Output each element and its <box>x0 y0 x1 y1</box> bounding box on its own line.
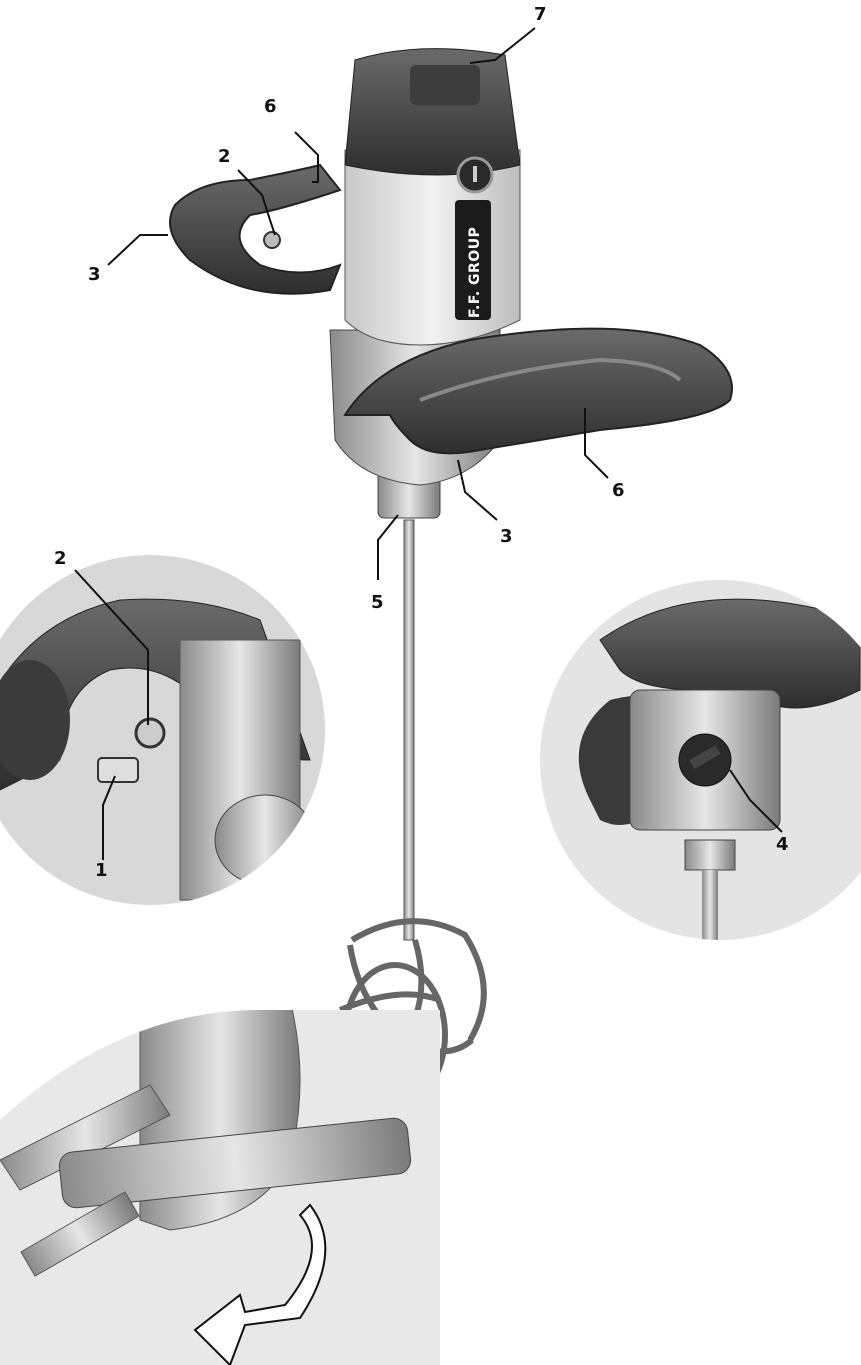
left-inset-leaders <box>74 569 149 860</box>
right-inset-leaders <box>729 769 783 833</box>
handle-right <box>343 327 733 455</box>
lock-button <box>263 231 281 249</box>
brand-text: F.F. GROUP <box>467 226 483 318</box>
handle-left <box>169 163 342 295</box>
callout-6-right: 6 <box>612 480 625 501</box>
handle-right-inner <box>419 357 682 402</box>
callout-2-top: 2 <box>218 146 231 167</box>
callout-5: 5 <box>371 592 384 613</box>
wrench <box>58 1117 412 1209</box>
callout-1-inset: 1 <box>95 860 108 881</box>
top-vents <box>410 65 480 105</box>
rotation-arrow-icon <box>193 1203 327 1365</box>
mixer-main-illustration <box>169 48 733 1108</box>
callout-2-inset: 2 <box>54 548 67 569</box>
brand-label: F.F. GROUP <box>464 198 486 318</box>
callout-7: 7 <box>534 4 547 25</box>
power-switch-mark <box>473 166 477 182</box>
brand-plate <box>455 200 491 320</box>
bottom-inset <box>0 1010 440 1365</box>
mixing-shaft <box>403 519 415 941</box>
callout-4-inset: 4 <box>776 834 789 855</box>
right-inset <box>540 580 861 940</box>
callout-6-top: 6 <box>264 96 277 117</box>
callout-3-bottom: 3 <box>500 526 513 547</box>
callout-3-left: 3 <box>88 264 101 285</box>
left-inset <box>0 555 325 905</box>
leader-lines <box>107 27 609 580</box>
motor-body <box>344 149 521 346</box>
